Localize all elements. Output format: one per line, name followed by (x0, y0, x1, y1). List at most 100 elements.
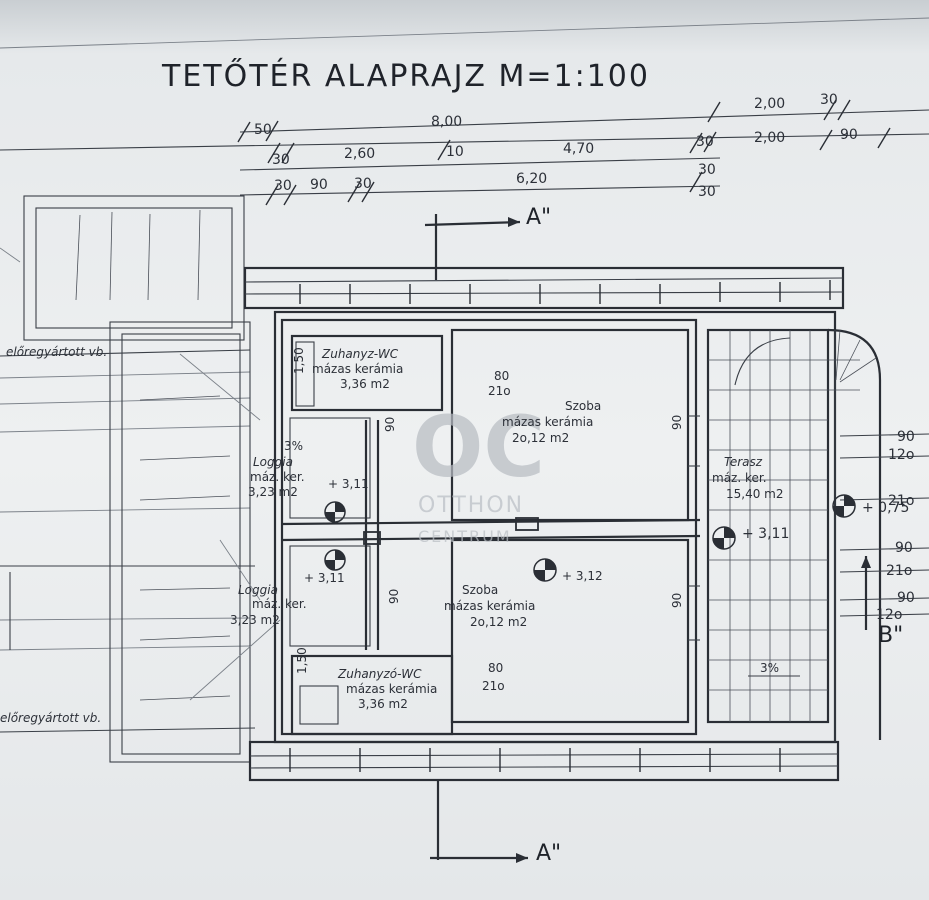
svg-text:3,36 m2: 3,36 m2 (358, 697, 408, 711)
svg-text:máz. ker.: máz. ker. (252, 597, 307, 611)
inner-dimension-labels: 80 21o 80 21o 90 90 90 90 1,50 1,50 (292, 347, 684, 693)
slope-loggia: 3% (284, 439, 303, 453)
section-mark-a-bottom: A" (430, 780, 561, 866)
dim-2-60: 2,60 (344, 146, 375, 162)
dimension-labels: 8,00 2,00 30 50 30 2,00 90 30 2,60 10 4,… (254, 92, 858, 200)
section-mark-a-top: A" (424, 205, 551, 280)
level-marker-outside: + 0,75 (832, 494, 909, 518)
walls (273, 310, 837, 744)
dim-door-90-a: 90 (670, 415, 684, 430)
top-parapet (243, 266, 845, 310)
svg-text:15,40 m2: 15,40 m2 (726, 487, 784, 501)
svg-text:2o,12 m2: 2o,12 m2 (470, 615, 527, 629)
dim-30-g: 30 (698, 184, 716, 200)
bottom-parapet (248, 740, 840, 782)
right-dimensions: 90 12o 21o 90 21o 90 12o (839, 429, 929, 623)
dim-door-90-d: 90 (387, 589, 401, 604)
svg-text:+ 0,75: + 0,75 (862, 500, 909, 516)
svg-text:máz. ker.: máz. ker. (250, 470, 305, 484)
level-marker-bedroom: + 3,12 (533, 558, 603, 583)
section-mark-b: B" (861, 556, 903, 648)
dim-90-top: 90 (840, 127, 858, 143)
dim-2-00: 2,00 (754, 130, 785, 146)
dim-right-90-a: 90 (897, 429, 915, 445)
svg-text:máz. ker.: máz. ker. (712, 471, 767, 485)
dim-4-70: 4,70 (563, 141, 594, 157)
dim-right-120-a: 12o (888, 447, 914, 463)
svg-text:Terasz: Terasz (724, 455, 763, 469)
dim-30-e: 30 (274, 178, 292, 194)
svg-text:mázas kerámia: mázas kerámia (312, 362, 403, 376)
room-bedroom-bottom: Szoba mázas kerámia 2o,12 m2 (444, 583, 535, 629)
dim-right-120-b: 12o (876, 607, 902, 623)
svg-text:3,23 m2: 3,23 m2 (230, 613, 280, 627)
watermark-logo: OC (412, 398, 545, 496)
svg-text:mázas kerámia: mázas kerámia (444, 599, 535, 613)
room-shower-top: Zuhanyz-WC mázas kerámia 3,36 m2 (312, 347, 403, 391)
svg-text:2o,12 m2: 2o,12 m2 (512, 431, 569, 445)
level-marker-loggia-top: + 3,11 (324, 477, 369, 523)
room-labels: Zuhanyz-WC mázas kerámia 3,36 m2 Szoba m… (230, 347, 784, 711)
dim-50: 50 (254, 122, 272, 138)
dim-right-90-c: 90 (897, 590, 915, 606)
room-shower-bottom: Zuhanyzó-WC mázas kerámia 3,36 m2 (337, 667, 437, 711)
section-label-b: B" (878, 623, 903, 648)
dim-window-150-bottom: 1,50 (295, 647, 309, 674)
dim-30-d: 30 (698, 162, 716, 178)
dim-right-210-b: 21o (886, 563, 912, 579)
dim-window-150-top: 1,50 (292, 347, 306, 374)
room-loggia-bottom: Loggia máz. ker. 3,23 m2 (230, 583, 307, 627)
room-bedroom-top: Szoba mázas kerámia 2o,12 m2 (502, 399, 601, 445)
svg-text:Loggia: Loggia (253, 455, 293, 469)
dim-30-f: 30 (354, 176, 372, 192)
dim-90: 90 (310, 177, 328, 193)
section-label-a-top: A" (526, 205, 551, 230)
svg-text:+ 3,12: + 3,12 (562, 569, 603, 583)
svg-text:Loggia: Loggia (238, 583, 278, 597)
watermark-line1: OTTHON (418, 493, 524, 518)
dim-8-00: 8,00 (431, 114, 462, 130)
terrace (706, 328, 882, 742)
dim-door-80-top: 80 (494, 369, 509, 383)
svg-text:mázas kerámia: mázas kerámia (502, 415, 593, 429)
note-precast-bottom: előregyártott vb. (0, 711, 101, 725)
svg-text:+ 3,11: + 3,11 (304, 571, 345, 585)
dim-right-90-b: 90 (895, 540, 913, 556)
dimension-lines (0, 17, 929, 206)
svg-text:+ 3,11: + 3,11 (328, 477, 369, 491)
section-label-a-bottom: A" (536, 841, 561, 866)
slope-labels: 3% 3% (284, 439, 800, 677)
svg-text:mázas kerámia: mázas kerámia (346, 682, 437, 696)
svg-text:Szoba: Szoba (462, 583, 498, 597)
dim-door-80-bottom: 80 (488, 661, 503, 675)
level-marker-terrace: + 3,11 (712, 526, 789, 550)
dim-6-20: 6,20 (516, 171, 547, 187)
room-terrace: Terasz máz. ker. 15,40 m2 (712, 455, 784, 501)
level-markers: + 3,11 + 3,11 + 3,12 + 3,11 + 0,75 (304, 477, 909, 585)
dim-30-top: 30 (820, 92, 838, 108)
dim-door-90-c: 90 (383, 417, 397, 432)
dim-2-00-top: 2,00 (754, 96, 785, 112)
room-loggia-top: Loggia máz. ker. 3,23 m2 (248, 455, 305, 499)
svg-text:3,36 m2: 3,36 m2 (340, 377, 390, 391)
svg-text:Zuhanyzó-WC: Zuhanyzó-WC (337, 667, 422, 681)
watermark-line2: CENTRUM (418, 527, 512, 546)
dim-door-90-b: 90 (670, 593, 684, 608)
note-precast-top: előregyártott vb. (6, 345, 107, 359)
neighbour-structure: előregyártott vb. előregyártott vb. (0, 195, 281, 763)
svg-text:3,23 m2: 3,23 m2 (248, 485, 298, 499)
slope-terrace: 3% (760, 661, 779, 675)
svg-text:+ 3,11: + 3,11 (742, 526, 789, 542)
level-marker-loggia-bottom: + 3,11 (304, 549, 346, 585)
plan-title: TETŐTÉR ALAPRAJZ M=1:100 (161, 57, 650, 94)
dim-door-210-top: 21o (488, 384, 511, 398)
dim-30-c: 30 (272, 152, 290, 168)
dim-10: 10 (446, 144, 464, 160)
dim-30-b: 30 (696, 134, 714, 150)
watermark: OC OTTHON CENTRUM (412, 398, 545, 546)
dim-right-210-a: 21o (888, 493, 914, 509)
svg-text:Zuhanyz-WC: Zuhanyz-WC (321, 347, 399, 361)
dim-door-210-bottom: 21o (482, 679, 505, 693)
